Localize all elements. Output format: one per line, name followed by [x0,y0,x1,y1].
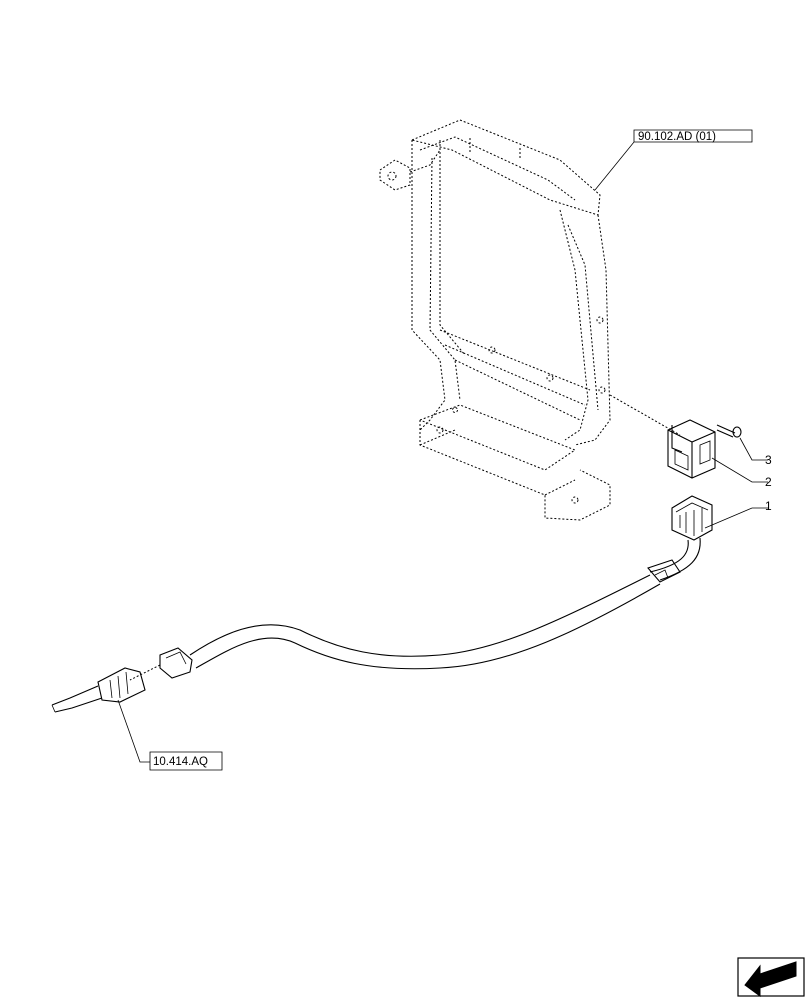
frame-reference-label[interactable]: 90.102.AD (01) [638,131,716,143]
wiring-harness[interactable] [51,495,713,713]
relay[interactable] [667,419,716,479]
screw[interactable] [716,424,742,438]
callout-2: 2 [765,475,772,489]
return-arrow-icon[interactable] [737,957,805,997]
radiator-frame [379,119,611,521]
callout-1: 1 [765,499,772,513]
leader-lines [117,129,768,771]
callout-3: 3 [765,453,772,467]
harness-end-reference-label[interactable]: 10.414.AQ [153,756,208,768]
mount-line [609,394,681,436]
